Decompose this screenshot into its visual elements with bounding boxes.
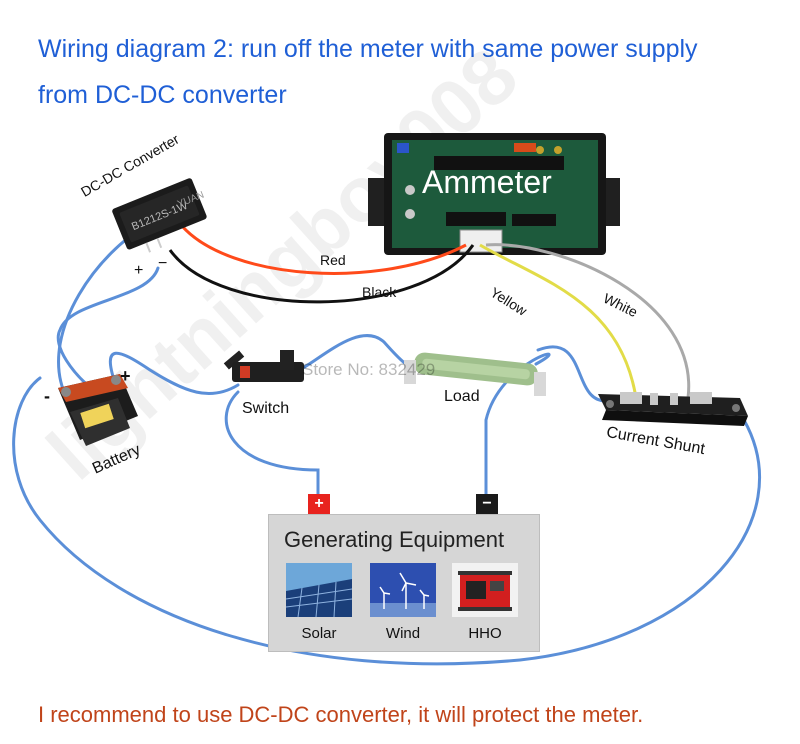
wire-label-black: Black: [362, 284, 397, 300]
wire-shunt-return: [12, 376, 762, 666]
wire-white: [485, 243, 691, 399]
wire-red: [180, 225, 467, 275]
current-shunt: [598, 392, 748, 426]
battery: [58, 374, 138, 446]
generating-equipment-title: Generating Equipment: [284, 527, 505, 552]
hho-label: HHO: [468, 625, 502, 642]
wire-label-red: Red: [320, 252, 346, 268]
battery-minus-sign: -: [44, 386, 50, 406]
switch-label: Switch: [242, 400, 290, 417]
wire-yellow: [479, 243, 638, 399]
wire-black: [168, 244, 475, 304]
wire-load-to-shunt: [536, 345, 614, 403]
converter-plus-sign: +: [134, 262, 144, 279]
dcdc-converter: [112, 178, 207, 253]
wire-battery-to-switch: [108, 351, 240, 396]
solar-label: Solar: [301, 625, 337, 642]
generator-plus-terminal: [308, 494, 330, 514]
load-resistor: [404, 352, 546, 396]
ammeter-board: [368, 133, 620, 255]
wire-converter-minus-to-battery: [56, 266, 160, 397]
switch: [223, 350, 304, 382]
generator-plus-sign: +: [314, 495, 324, 512]
store-watermark: Store No: 832429: [302, 360, 436, 379]
wind-turbine-image: [370, 563, 436, 617]
converter-minus-sign: −: [158, 255, 168, 272]
hho-generator-image: [452, 563, 518, 617]
diagram-title-line1: Wiring diagram 2: run off the meter with…: [38, 35, 698, 63]
ammeter-label: Ammeter: [422, 164, 552, 200]
recommendation-note: I recommend to use DC-DC converter, it w…: [38, 702, 644, 727]
wire-load-to-generator-minus: [484, 352, 551, 498]
generator-minus-terminal: [476, 494, 498, 514]
solar-panel-image: [286, 563, 352, 617]
generator-minus-sign: −: [482, 495, 492, 512]
wire-switch-to-generator-plus: [224, 390, 320, 498]
load-label: Load: [444, 388, 480, 405]
battery-plus-sign: +: [120, 366, 131, 386]
wind-label: Wind: [385, 625, 421, 642]
diagram-title-line2: from DC-DC converter: [38, 81, 287, 109]
